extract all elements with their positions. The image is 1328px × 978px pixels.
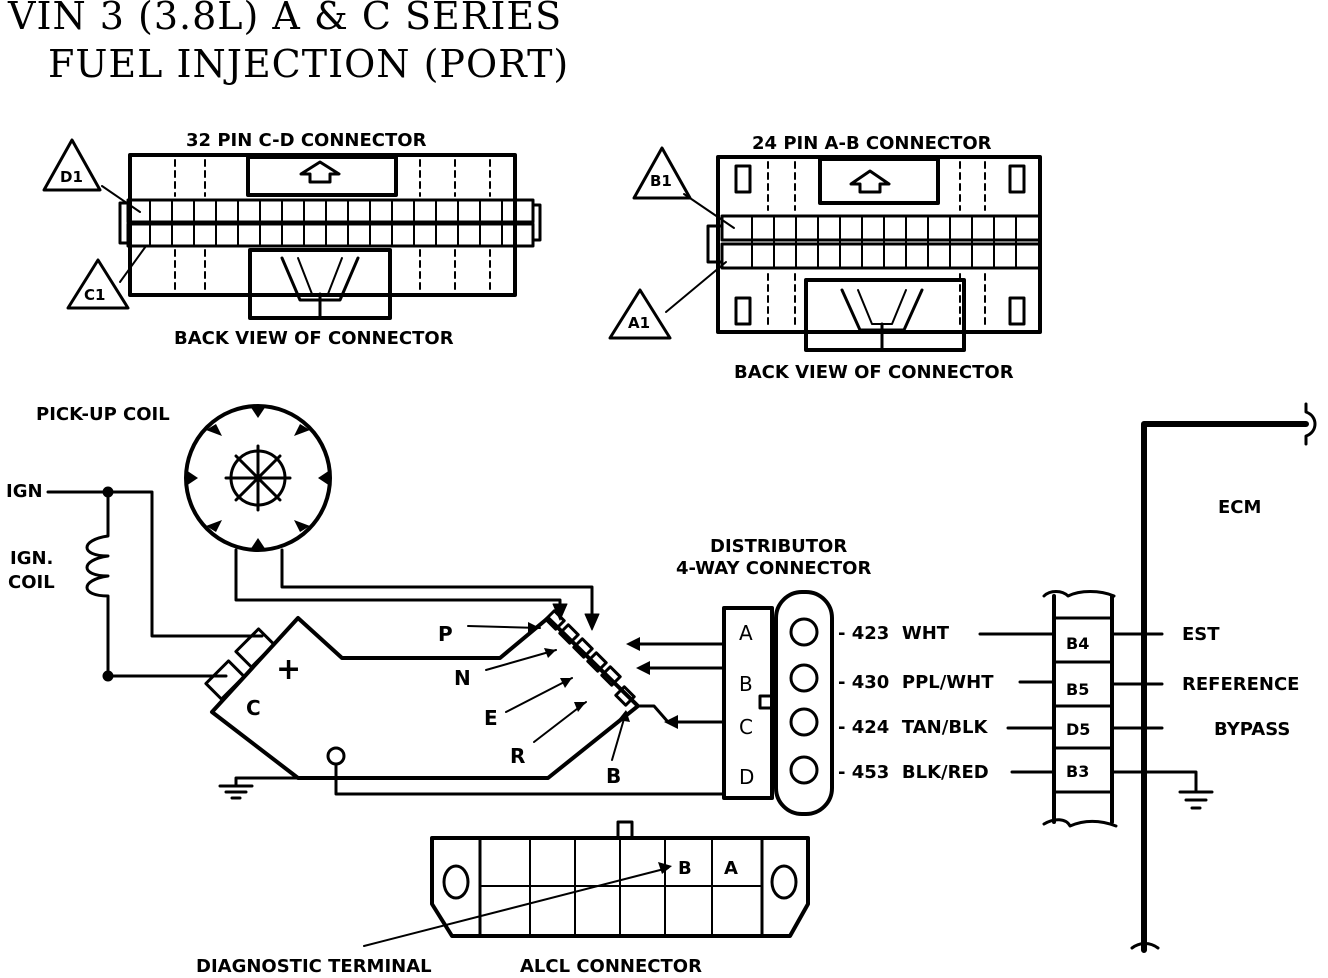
connector-cd-title: 32 PIN C-D CONNECTOR	[186, 130, 427, 151]
marker-b1-leader	[683, 193, 735, 229]
module-pin-r: R	[510, 744, 526, 768]
wire-d-label: - 453 BLK/RED	[838, 762, 989, 783]
wire-a-color: WHT	[901, 623, 950, 644]
diagnostic-terminal-label: DIAGNOSTIC TERMINAL	[196, 956, 432, 977]
ecm-pin-b4: B4	[1066, 634, 1090, 653]
dist-pin-b: B	[739, 672, 753, 696]
module-plus-terminal: +	[276, 652, 302, 687]
ecm-pin-b3: B3	[1066, 762, 1090, 781]
function-est: EST	[1182, 624, 1220, 645]
alcl-pin-b: B	[678, 858, 692, 879]
connector-ab-view: BACK VIEW OF CONNECTOR	[734, 362, 1014, 383]
marker-c1-triangle	[66, 258, 130, 310]
title-line-2: FUEL INJECTION (PORT)	[48, 42, 570, 86]
marker-a1-triangle	[608, 288, 672, 340]
module-c-terminal: C	[246, 696, 261, 720]
distributor-connector	[722, 590, 834, 816]
distributor-connector-title-1: DISTRIBUTOR	[710, 536, 848, 557]
module-pin-e: E	[484, 706, 498, 730]
wire-module-to-d	[334, 762, 726, 796]
ign-label: IGN	[6, 481, 43, 502]
diagnostic-leader	[363, 867, 669, 947]
marker-a1: A1	[628, 314, 651, 332]
wire-b-circuit: 430	[851, 672, 890, 693]
connector-ab-title: 24 PIN A-B CONNECTOR	[752, 133, 992, 154]
marker-b1-triangle	[632, 146, 692, 200]
ignition-module	[204, 609, 640, 780]
wire-b-color: PPL/WHT	[901, 672, 994, 693]
ecm-label: ECM	[1218, 497, 1262, 518]
distributor-connector-title-2: 4-WAY CONNECTOR	[676, 558, 872, 579]
wire-a-label: - 423 WHT	[838, 623, 950, 644]
pickup-wire-1	[234, 548, 562, 618]
wire-c	[638, 704, 726, 724]
function-reference: REFERENCE	[1182, 674, 1300, 695]
wire-d-circuit: 453	[851, 762, 890, 783]
marker-b1: B1	[650, 172, 672, 190]
function-bypass: BYPASS	[1214, 719, 1291, 740]
module-pin-b: B	[606, 764, 622, 788]
wire-b-label: - 430 PPL/WHT	[838, 672, 994, 693]
connector-ab-drawing	[706, 155, 1042, 352]
wire-d-color: BLK/RED	[901, 762, 989, 783]
ecm-pin-d5: D5	[1066, 720, 1091, 739]
marker-c1: C1	[84, 286, 106, 304]
marker-d1-triangle	[42, 138, 102, 192]
connector-cd-drawing	[118, 153, 542, 320]
dist-pin-a: A	[739, 621, 753, 645]
alcl-pin-a: A	[724, 858, 738, 879]
module-pin-p: P	[438, 622, 453, 646]
wire-c-circuit: 424	[851, 717, 890, 738]
connector-cd-view: BACK VIEW OF CONNECTOR	[174, 328, 454, 349]
ign-coil-label-1: IGN.	[10, 548, 54, 569]
alcl-connector-label: ALCL CONNECTOR	[520, 956, 702, 977]
module-pin-n: N	[454, 666, 471, 690]
wire-a-circuit: 423	[851, 623, 890, 644]
ecm-pin-b5: B5	[1066, 680, 1090, 699]
alcl-connector-drawing	[430, 820, 810, 938]
wire-c-label: - 424 TAN/BLK	[838, 717, 988, 738]
dist-pin-d: D	[739, 765, 755, 789]
pickup-wire-2	[280, 548, 594, 628]
pickup-coil-symbol	[184, 404, 332, 552]
title-line-1: VIN 3 (3.8L) A & C SERIES	[8, 0, 563, 38]
marker-a1-leader	[665, 261, 727, 313]
marker-c1-leader	[119, 245, 147, 283]
ign-feed-wire	[106, 490, 264, 638]
module-pin-arrows	[467, 625, 627, 761]
wire-c-color: TAN/BLK	[901, 717, 988, 738]
marker-d1-leader	[101, 185, 141, 213]
ign-coil-label-2: COIL	[8, 572, 55, 593]
pickup-coil-label: PICK-UP COIL	[36, 404, 170, 425]
dist-pin-c: C	[739, 715, 753, 739]
marker-d1: D1	[60, 168, 83, 186]
ignition-coil-symbol	[85, 490, 228, 678]
